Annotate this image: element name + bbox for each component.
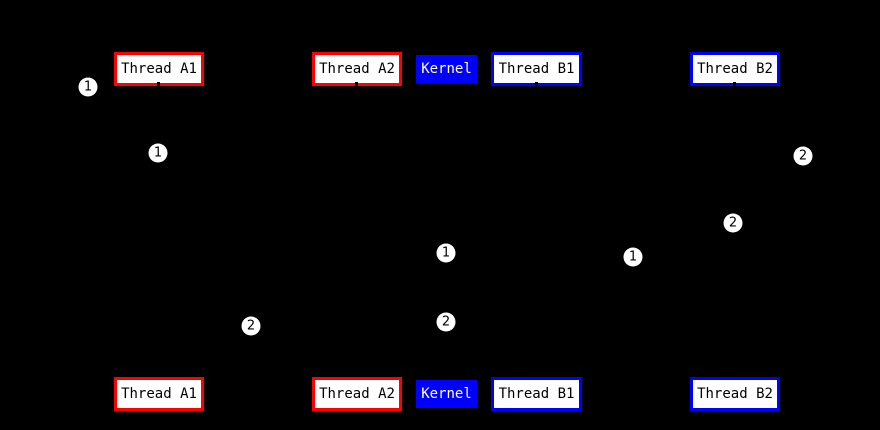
lifeline-tick	[733, 82, 736, 89]
lifeline-tick	[535, 82, 538, 89]
entity-box-thread-b1-bottom: Thread B1	[491, 377, 582, 411]
entity-box-thread-b2-top: Thread B2	[690, 52, 780, 86]
sequence-marker-2: 2	[793, 146, 813, 166]
lifeline-tick	[535, 372, 538, 379]
sequence-marker-2: 2	[436, 312, 456, 332]
sequence-marker-1: 1	[623, 247, 643, 267]
entity-box-kernel-top: Kernel	[416, 55, 477, 83]
lifeline-tick	[733, 372, 736, 379]
lifeline-tick	[157, 82, 160, 89]
entity-box-kernel-bottom: Kernel	[416, 380, 477, 408]
lifeline-tick	[355, 372, 358, 379]
entity-box-thread-a1-top: Thread A1	[114, 52, 204, 86]
entity-box-thread-b2-bottom: Thread B2	[690, 377, 780, 411]
sequence-marker-2: 2	[723, 213, 743, 233]
lifeline-tick	[157, 372, 160, 379]
entity-box-thread-a1-bottom: Thread A1	[114, 377, 204, 411]
sequence-marker-1: 1	[436, 243, 456, 263]
lifeline-tick	[355, 82, 358, 89]
sequence-marker-1: 1	[148, 143, 168, 163]
entity-box-thread-b1-top: Thread B1	[491, 52, 582, 86]
sequence-marker-2: 2	[241, 316, 261, 336]
sequence-marker-1: 1	[78, 77, 98, 97]
entity-box-thread-a2-bottom: Thread A2	[312, 377, 402, 411]
entity-box-thread-a2-top: Thread A2	[312, 52, 402, 86]
